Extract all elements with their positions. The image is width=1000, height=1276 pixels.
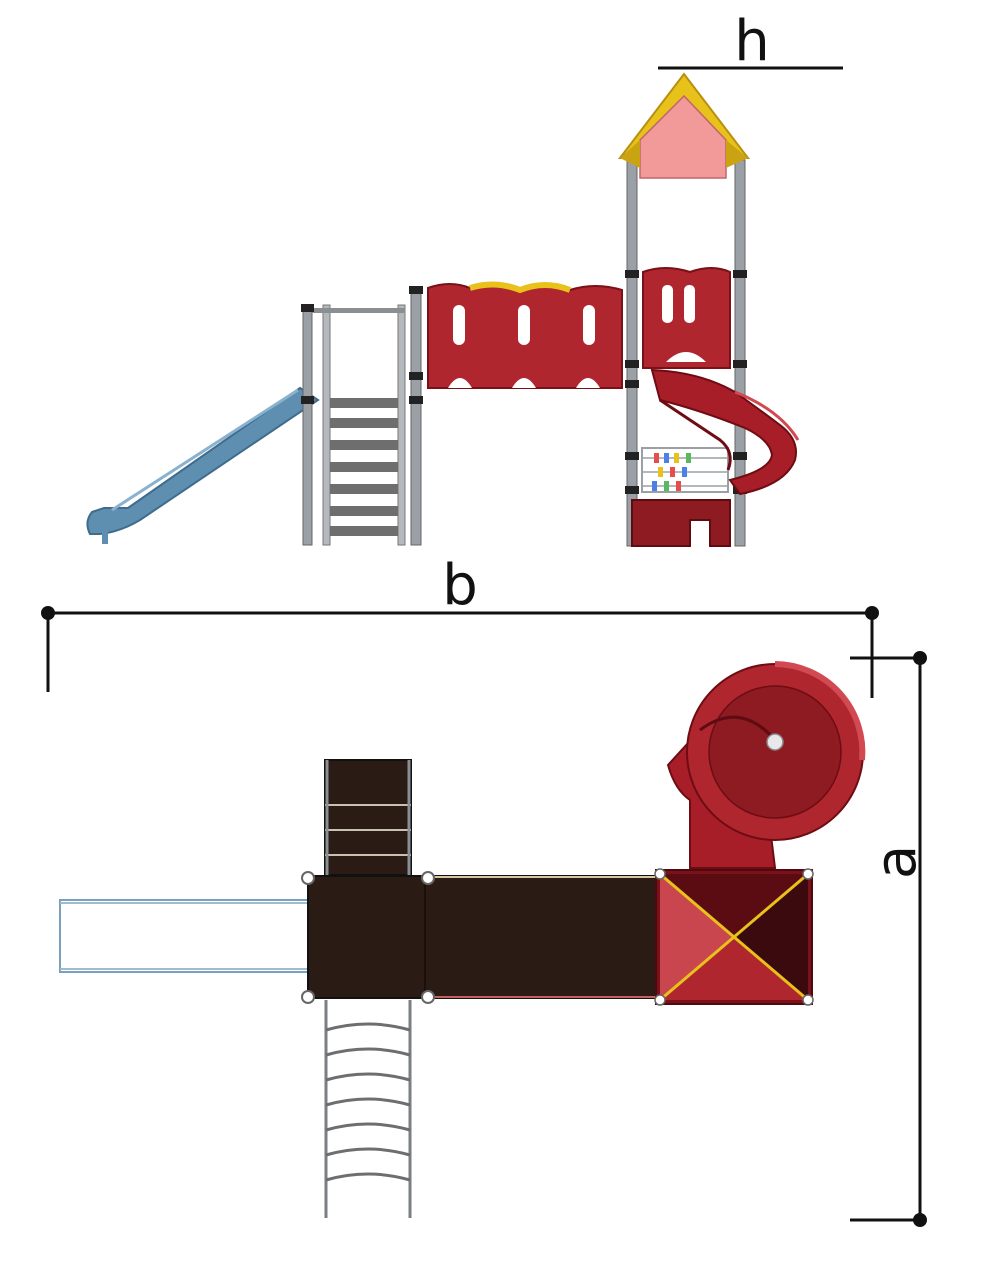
length-label: b [442,553,478,618]
width-dimension: a [850,651,929,1227]
side-slide [86,386,320,544]
measure-dot-icon [41,606,55,620]
height-dimension: h [658,9,843,74]
plan-spiral-slide [666,661,866,869]
top-plan-view [59,661,866,1218]
height-label: h [734,9,770,74]
measure-dot-icon [913,651,927,665]
plan-slide [59,899,309,973]
length-dimension: b [41,553,879,698]
side-spiral-slide [650,368,800,496]
side-elevation-view: h [86,9,843,547]
width-label: a [864,845,929,879]
plan-tower-roof [654,868,814,1006]
plan-stair-top [324,759,412,876]
side-stair-tower [301,286,423,546]
side-main-tower [625,159,747,547]
side-roof [617,72,751,179]
side-bridge-panel [427,281,623,389]
measure-dot-icon [865,606,879,620]
measure-dot-icon [913,1213,927,1227]
plan-ladder-bottom [324,1000,412,1218]
plan-platform [301,871,661,1004]
